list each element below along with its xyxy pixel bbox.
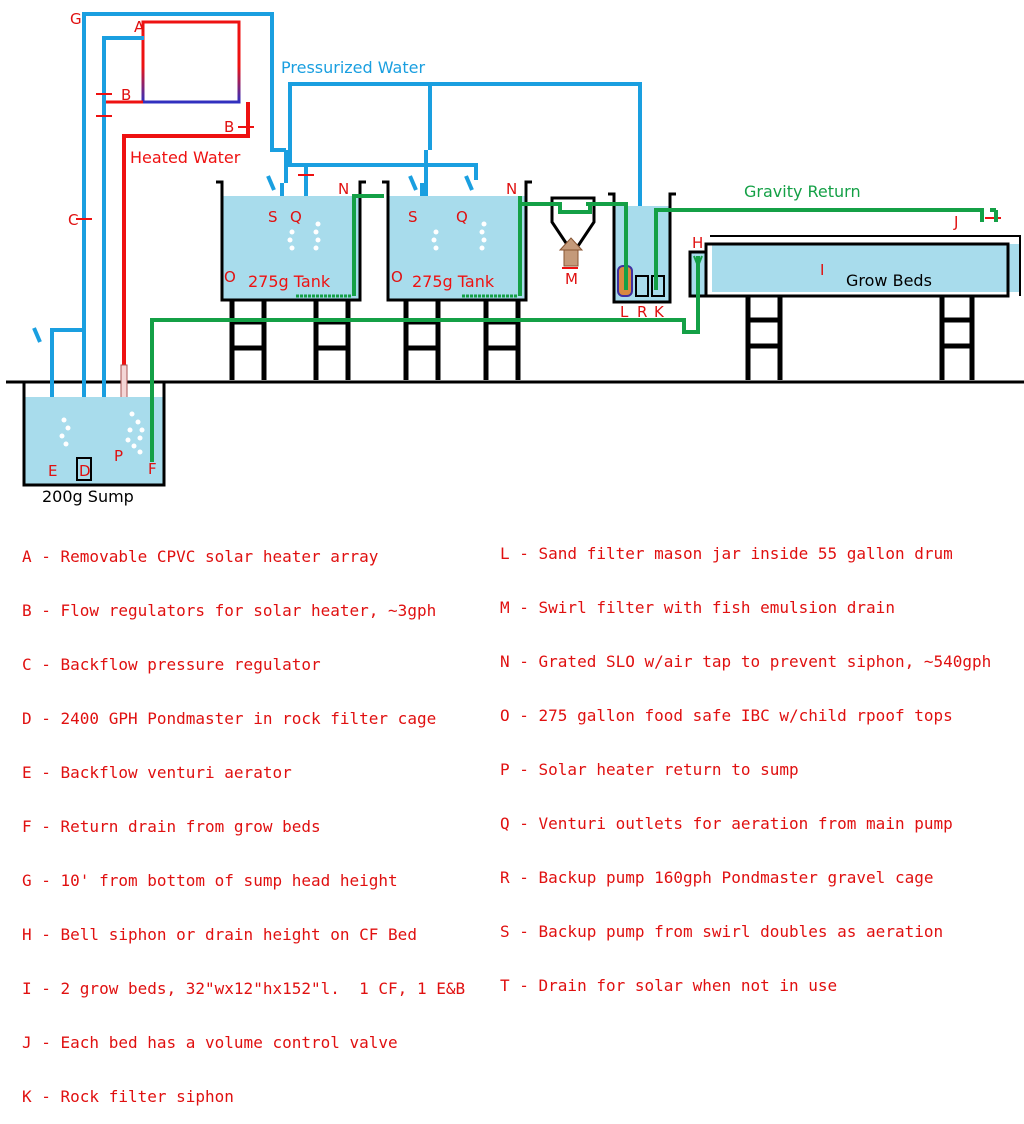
legend-item-c: C - Backflow pressure regulator	[22, 655, 321, 674]
regulator-marks	[76, 93, 1001, 269]
letter-n-2: N	[506, 180, 517, 198]
legend-left: A - Removable CPVC solar heater array B …	[22, 512, 465, 1124]
letter-p: P	[114, 447, 123, 465]
letter-j: J	[953, 213, 958, 231]
pump-cage-d	[76, 457, 92, 481]
letter-a: A	[134, 18, 145, 36]
label-tank-2: 275g Tank	[412, 272, 495, 291]
legend-item-i: I - 2 grow beds, 32"wx12"hx152"l. 1 CF, …	[22, 979, 466, 998]
letter-d: D	[79, 462, 91, 480]
label-tank-1: 275g Tank	[248, 272, 331, 291]
letter-s-2: S	[408, 208, 418, 226]
letter-l: L	[620, 303, 629, 321]
legend-item-f: F - Return drain from grow beds	[22, 817, 321, 836]
letter-b-1: B	[121, 86, 131, 104]
letter-r: R	[637, 303, 647, 321]
legend-item-g: G - 10' from bottom of sump head height	[22, 871, 398, 890]
legend-item-s: S - Backup pump from swirl doubles as ae…	[500, 922, 944, 941]
label-pressurized-water: Pressurized Water	[281, 58, 425, 77]
aquaponics-diagram: Pressurized Water Heated Water Gravity R…	[6, 10, 1024, 506]
gravity-piping	[150, 194, 998, 462]
legend-item-e: E - Backflow venturi aerator	[22, 763, 292, 782]
bell-siphon-h	[693, 255, 703, 269]
label-grow-beds: Grow Beds	[846, 271, 932, 290]
legend-item-k: K - Rock filter siphon	[22, 1087, 234, 1106]
letter-q-1: Q	[290, 208, 302, 226]
letter-o-1: O	[224, 268, 236, 286]
letter-q-2: Q	[456, 208, 468, 226]
letter-n-1: N	[338, 180, 349, 198]
letter-f: F	[148, 460, 157, 478]
letter-k: K	[654, 303, 665, 321]
fish-tank-2	[382, 180, 532, 380]
legend-item-l: L - Sand filter mason jar inside 55 gall…	[500, 544, 953, 563]
legend-item-n: N - Grated SLO w/air tap to prevent siph…	[500, 652, 992, 671]
fish-tank-1	[216, 180, 366, 380]
letter-s-1: S	[268, 208, 278, 226]
legend-item-q: Q - Venturi outlets for aeration from ma…	[500, 814, 953, 833]
letter-e: E	[48, 462, 57, 480]
label-sump: 200g Sump	[42, 487, 134, 506]
letter-b-2: B	[224, 118, 234, 136]
heated-piping	[122, 102, 250, 365]
legend-right: L - Sand filter mason jar inside 55 gall…	[500, 509, 991, 1013]
letter-m: M	[565, 270, 578, 288]
label-gravity-return: Gravity Return	[744, 182, 861, 201]
grow-beds	[688, 235, 1021, 380]
solar-heater-array	[103, 20, 241, 104]
legend-item-t: T - Drain for solar when not in use	[500, 976, 838, 995]
legend-item-b: B - Flow regulators for solar heater, ~3…	[22, 601, 437, 620]
legend-item-m: M - Swirl filter with fish emulsion drai…	[500, 598, 895, 617]
legend-item-o: O - 275 gallon food safe IBC w/child rpo…	[500, 706, 953, 725]
letter-g: G	[70, 10, 82, 28]
legend-item-p: P - Solar heater return to sump	[500, 760, 799, 779]
legend-item-h: H - Bell siphon or drain height on CF Be…	[22, 925, 417, 944]
legend-item-a: A - Removable CPVC solar heater array	[22, 547, 379, 566]
letter-h: H	[692, 234, 703, 252]
label-heated-water: Heated Water	[130, 148, 241, 167]
letter-o-2: O	[391, 268, 403, 286]
letter-c: C	[68, 211, 78, 229]
legend-item-r: R - Backup pump 160gph Pondmaster gravel…	[500, 868, 934, 887]
component-letters: A B B C D E F G H I J K L M N N O O P Q …	[48, 10, 958, 480]
sump-tank	[6, 380, 170, 487]
legend-item-j: J - Each bed has a volume control valve	[22, 1033, 398, 1052]
letter-i: I	[820, 261, 824, 279]
legend-item-d: D - 2400 GPH Pondmaster in rock filter c…	[22, 709, 437, 728]
